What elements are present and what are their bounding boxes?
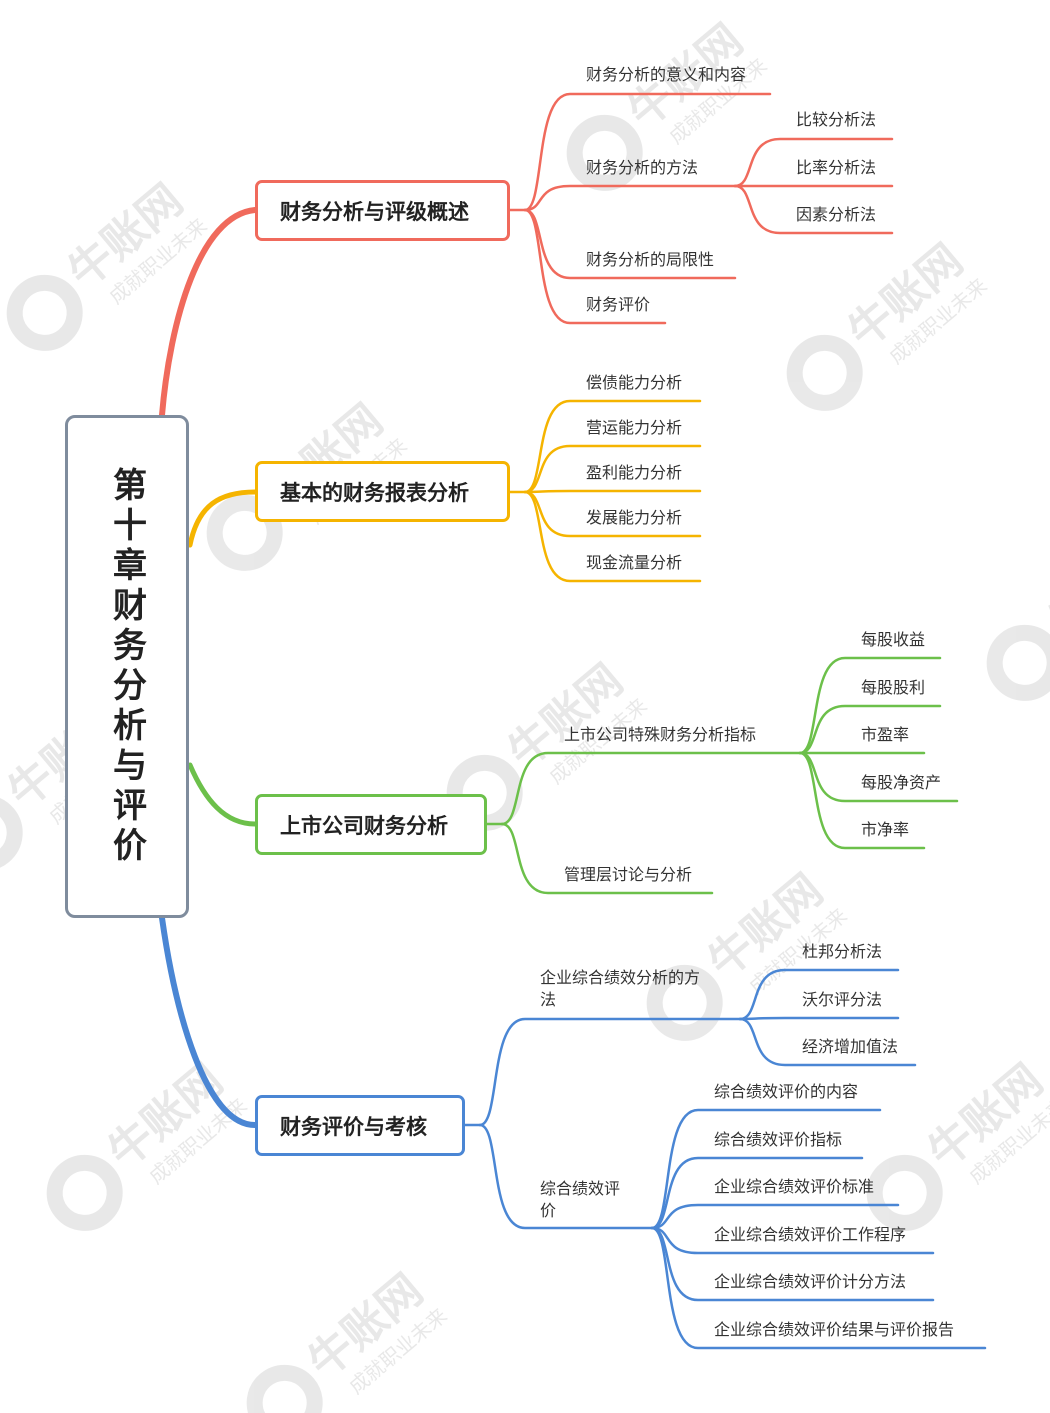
leaf-comprehensive-eval[interactable]: 综合绩效评价	[540, 1179, 621, 1220]
branch-label: 财务分析与评级概述	[280, 199, 469, 224]
leaf-eva[interactable]: 经济增加值法	[802, 1037, 899, 1056]
leaf-dps[interactable]: 每股股利	[861, 678, 926, 697]
leaf-eval-content[interactable]: 综合绩效评价的内容	[714, 1082, 859, 1101]
connector-b2-i0-c4	[798, 751, 926, 850]
leaf-development[interactable]: 发展能力分析	[586, 508, 683, 527]
leaf-comparison[interactable]: 比较分析法	[796, 110, 877, 129]
connector-root-b3	[159, 915, 258, 1128]
connector-b1-i2	[523, 489, 702, 494]
connector-b3-i1	[478, 1123, 654, 1230]
leaf-eps[interactable]: 每股收益	[861, 630, 926, 649]
connector-b3-i0-c2	[738, 1017, 917, 1067]
leaf-evaluation[interactable]: 财务评价	[586, 295, 651, 314]
leaf-operating[interactable]: 营运能力分析	[586, 418, 683, 437]
connector-root-b2	[187, 762, 258, 827]
connector-b0-i3	[523, 208, 667, 325]
leaf-special-indicators[interactable]: 上市公司特殊财务分析指标	[564, 725, 757, 744]
connector-b3-i0-c1	[738, 1016, 900, 1021]
leaf-eval-procedure[interactable]: 企业综合绩效评价工作程序	[714, 1225, 907, 1244]
connector-b3-i1-c0	[650, 1108, 882, 1230]
connector-b0-i0	[523, 92, 772, 212]
leaf-wall[interactable]: 沃尔评分法	[802, 990, 883, 1009]
leaf-profitability[interactable]: 盈利能力分析	[586, 463, 683, 482]
leaf-eval-standards[interactable]: 企业综合绩效评价标准	[714, 1177, 875, 1196]
branch-label: 上市公司财务分析	[280, 813, 448, 838]
branch-label: 基本的财务报表分析	[280, 480, 469, 505]
leaf-eval-report[interactable]: 企业综合绩效评价结果与评价报告	[714, 1320, 955, 1339]
leaf-cashflow[interactable]: 现金流量分析	[586, 553, 683, 572]
leaf-limitations[interactable]: 财务分析的局限性	[586, 250, 715, 269]
connector-b3-i0	[478, 1017, 742, 1127]
connector-b2-i0	[500, 751, 802, 826]
connector-root-b1	[187, 489, 258, 548]
connector-b0-i1	[523, 184, 737, 212]
branch-node-evaluation[interactable]: 财务评价与考核	[255, 1095, 465, 1156]
connector-b3-i1-c2	[650, 1203, 900, 1230]
connector-b3-i1-c1	[650, 1156, 864, 1230]
root-title: 第十章财务分析与评价	[106, 466, 147, 867]
connector-b3-i0-c0	[738, 968, 900, 1021]
branch-node-statements[interactable]: 基本的财务报表分析	[255, 461, 510, 522]
root-node[interactable]: 第十章财务分析与评价	[65, 415, 189, 918]
branch-node-listed[interactable]: 上市公司财务分析	[255, 794, 487, 855]
leaf-eval-scoring[interactable]: 企业综合绩效评价计分方法	[714, 1272, 907, 1291]
leaf-ratio[interactable]: 比率分析法	[796, 158, 877, 177]
leaf-comprehensive-methods[interactable]: 企业综合绩效分析的方法	[540, 968, 701, 1009]
leaf-pe[interactable]: 市盈率	[861, 725, 910, 744]
connector-b0-i1-c0	[733, 137, 894, 188]
connector-b0-i1-c2	[733, 184, 894, 235]
leaf-solvency[interactable]: 偿债能力分析	[586, 373, 683, 392]
leaf-methods[interactable]: 财务分析的方法	[586, 158, 699, 177]
connector-b1-i1	[523, 444, 702, 494]
connector-root-b0	[159, 207, 258, 418]
leaf-pb[interactable]: 市净率	[861, 820, 910, 839]
branch-label: 财务评价与考核	[280, 1114, 427, 1139]
connector-b1-i0	[523, 399, 702, 494]
connector-b2-i1	[500, 822, 714, 895]
branch-node-overview[interactable]: 财务分析与评级概述	[255, 180, 510, 241]
connector-b2-i0-c1	[798, 704, 942, 755]
connector-b2-i0-c0	[798, 656, 942, 755]
leaf-dupont[interactable]: 杜邦分析法	[802, 942, 883, 961]
leaf-significance[interactable]: 财务分析的意义和内容	[586, 65, 747, 84]
leaf-eval-indicators[interactable]: 综合绩效评价指标	[714, 1130, 843, 1149]
connector-b1-i4	[523, 490, 702, 583]
connector-b3-i1-c5	[650, 1226, 987, 1350]
leaf-bvps[interactable]: 每股净资产	[861, 773, 942, 792]
leaf-mdna[interactable]: 管理层讨论与分析	[564, 865, 693, 884]
leaf-factor[interactable]: 因素分析法	[796, 205, 877, 224]
